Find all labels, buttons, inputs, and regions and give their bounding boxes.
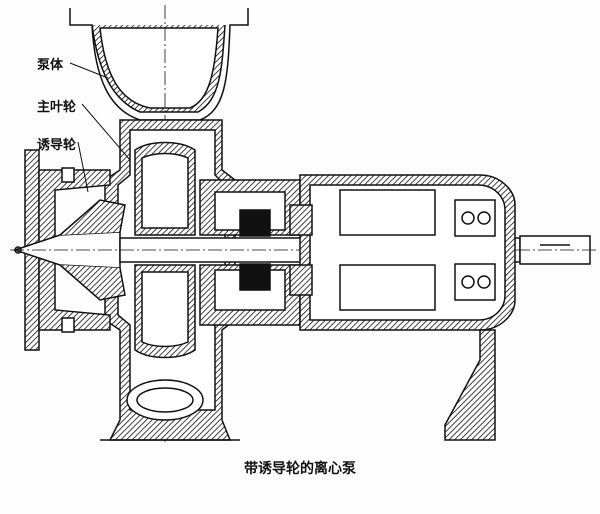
leader-lines xyxy=(69,62,131,193)
label-main-impeller: 主叶轮 xyxy=(37,100,77,115)
seal-housing xyxy=(199,179,301,326)
support-foot xyxy=(100,329,496,441)
bearing-housing xyxy=(289,174,516,331)
figure-caption: 带诱导轮的离心泵 xyxy=(244,461,356,477)
main-impeller xyxy=(134,141,196,359)
label-pump-body: 泵体 xyxy=(37,58,64,73)
discharge-nozzle xyxy=(69,5,249,445)
label-inducer: 诱导轮 xyxy=(37,138,77,153)
